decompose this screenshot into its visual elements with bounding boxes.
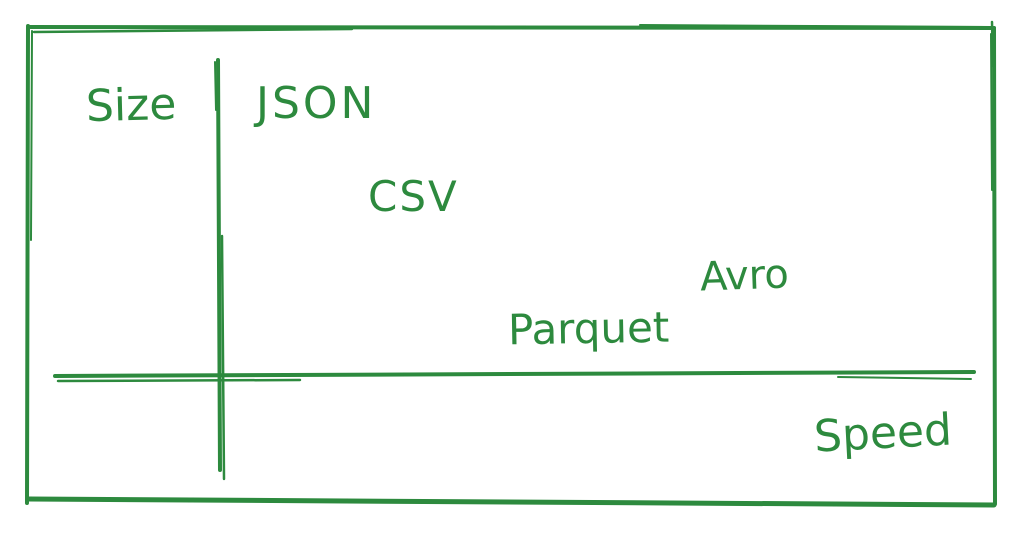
data-label-json: JSON (256, 78, 377, 129)
data-label-parquet: Parquet (507, 302, 670, 355)
data-label-csv: CSV (368, 172, 459, 221)
x-axis-line (53, 370, 976, 383)
outer-frame (25, 20, 997, 508)
data-label-avro: Avro (699, 251, 790, 301)
y-axis-line (214, 58, 226, 481)
x-axis-label: Speed (812, 404, 954, 463)
y-axis-label: Size (85, 78, 177, 133)
